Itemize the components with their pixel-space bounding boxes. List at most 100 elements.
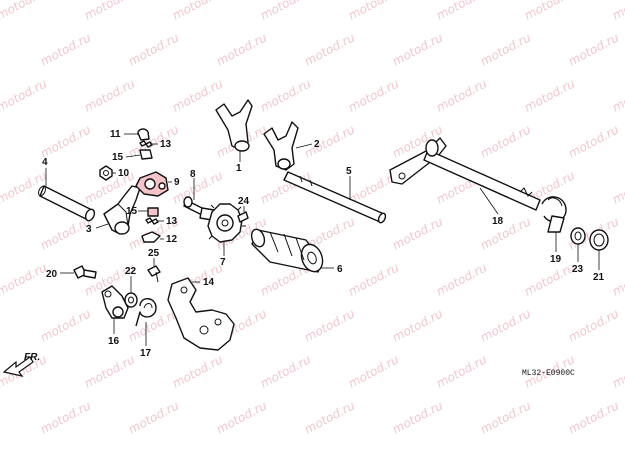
direction-label: FR. [24, 352, 40, 363]
watermark-text: motod.ru [258, 0, 314, 23]
callout-13-lower: 13 [166, 216, 178, 227]
part-3-shift-fork [103, 185, 141, 235]
watermark-text: motod.ru [522, 260, 578, 298]
watermark-text: motod.ru [302, 398, 358, 436]
callout-23: 23 [572, 264, 584, 275]
diagram-code: ML32-E0900C [522, 369, 575, 378]
callout-9: 9 [174, 177, 180, 188]
watermark-text: motod.ru [610, 76, 625, 114]
callout-15-upper: 15 [112, 152, 124, 163]
callout-6: 6 [337, 264, 343, 275]
watermark-text: motod.ru [38, 398, 94, 436]
watermark-text: motod.ru [214, 30, 270, 68]
callout-7: 7 [220, 257, 226, 268]
part-21-oil-seal [589, 229, 609, 251]
part-19-spring [541, 196, 567, 233]
watermark-text: motod.ru [390, 214, 446, 252]
watermark-text: motod.ru [478, 122, 534, 160]
part-11-collar [137, 128, 150, 141]
watermark-text: motod.ru [126, 398, 182, 436]
part-14-guide-plate [167, 277, 235, 351]
callout-8: 8 [190, 169, 196, 180]
watermark-text: motod.ru [38, 306, 94, 344]
watermark-text: motod.ru [478, 214, 534, 252]
watermark-text: motod.ru [170, 0, 226, 23]
watermark-text: motod.ru [346, 0, 402, 23]
watermark-text: motod.ru [82, 76, 138, 114]
watermark-text: motod.ru [0, 0, 49, 23]
watermark-text: motod.ru [126, 30, 182, 68]
callout-17: 17 [140, 348, 152, 359]
callout-12: 12 [166, 234, 178, 245]
callout-15-lower: 15 [126, 206, 138, 217]
callout-4: 4 [42, 157, 48, 168]
watermark-text: motod.ru [478, 30, 534, 68]
callout-labels: 1 2 3 4 5 6 7 8 9 10 11 12 13 13 14 15 1… [42, 129, 605, 359]
watermark-text: motod.ru [0, 260, 49, 298]
callout-19: 19 [550, 254, 562, 265]
part-24-pin [237, 211, 249, 223]
watermark-text: motod.ru [610, 260, 625, 298]
part-4-pin [38, 185, 96, 222]
callout-3: 3 [86, 224, 92, 235]
watermark-text: motod.ru [434, 76, 490, 114]
callout-2: 2 [314, 139, 320, 150]
watermark-text: motod.ru [258, 76, 314, 114]
watermark-text: motod.ru [0, 76, 49, 114]
callout-13-upper: 13 [160, 139, 172, 150]
part-22-collar [124, 292, 138, 308]
watermark-text: motod.ru [302, 122, 358, 160]
callout-21: 21 [593, 272, 605, 283]
front-direction-arrow: FR. [2, 352, 40, 377]
watermark-text: motod.ru [0, 168, 49, 206]
part-18-gearshift-spindle [389, 137, 541, 211]
watermark-text: motod.ru [38, 30, 94, 68]
part-7-drum-center [207, 203, 246, 243]
callout-1: 1 [236, 163, 242, 174]
callout-24: 24 [238, 196, 250, 207]
watermark-text: motod.ru [346, 260, 402, 298]
part-1-shift-fork [215, 99, 253, 152]
callout-22: 22 [125, 266, 137, 277]
watermark-text: motod.ru [478, 398, 534, 436]
watermark-text: motod.ru [170, 352, 226, 390]
callout-11: 11 [110, 129, 121, 140]
callout-14: 14 [203, 277, 215, 288]
watermark-text: motod.ru [346, 76, 402, 114]
callout-16: 16 [108, 336, 120, 347]
watermark-text: motod.ru [522, 76, 578, 114]
watermark-text: motod.ru [214, 398, 270, 436]
watermark-text: motod.ru [82, 352, 138, 390]
callout-5: 5 [346, 166, 352, 177]
watermark-text: motod.ru [126, 122, 182, 160]
part-12-plate [141, 231, 161, 243]
watermark-text: motod.ru [390, 30, 446, 68]
part-2-shift-fork [263, 121, 299, 171]
part-9-stopper-arm [135, 171, 169, 197]
leader-lines [45, 133, 600, 346]
callout-18: 18 [492, 216, 504, 227]
watermark-text: motod.ru [82, 0, 138, 23]
part-17-return-spring [135, 298, 157, 327]
part-15-bolt-lower [147, 207, 159, 217]
watermark-text: motod.ru [390, 306, 446, 344]
part-23-washer [570, 227, 586, 245]
callout-20: 20 [46, 269, 58, 280]
part-20-bolt [73, 265, 97, 279]
part-13-spring-lower [145, 217, 159, 225]
callout-25: 25 [148, 248, 160, 259]
watermark-text: motod.ru [302, 306, 358, 344]
watermark-text: motod.ru [566, 122, 622, 160]
part-16-stopper-arm [101, 285, 129, 319]
part-6-shift-drum [250, 228, 324, 273]
part-5-fork-shaft [283, 171, 387, 224]
watermark-text: motod.ru [610, 352, 625, 390]
arrow-left-icon [2, 356, 34, 377]
watermark-text: motod.ru [434, 352, 490, 390]
watermark-text: motod.ru [566, 30, 622, 68]
part-15-bolt-upper [139, 149, 153, 160]
watermark-text: motod.ru [302, 30, 358, 68]
watermark-text: motod.ru [390, 398, 446, 436]
part-25-bolt [147, 265, 161, 283]
